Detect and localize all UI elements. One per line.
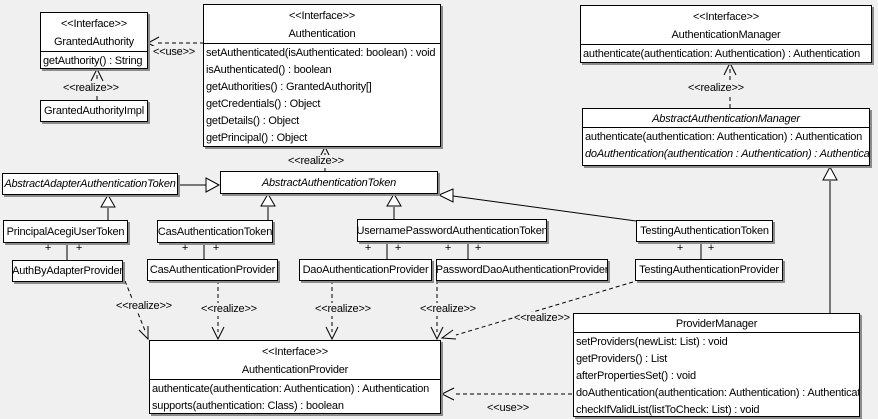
association-end-label: + — [394, 242, 402, 254]
edge-label-realize: <<realize>> — [687, 82, 745, 95]
class-title: <<Interface>> AuthenticationManager — [581, 6, 871, 45]
stereotype: <<Interface>> — [693, 11, 759, 23]
method: setAuthenticated(isAuthenticated: boolea… — [206, 47, 436, 59]
class-testing-authentication-provider[interactable]: TestingAuthenticationProvider — [635, 259, 783, 281]
class-abstract-adapter-authentication-token[interactable]: AbstractAdapterAuthenticationToken — [2, 173, 178, 195]
edge-generalization-cas-token — [260, 193, 276, 220]
association-end-label: + — [474, 242, 482, 254]
edge-label-use: <<use>> — [486, 402, 531, 415]
edge-label-realize: <<realize>> — [115, 300, 173, 313]
association-end-label: + — [444, 242, 452, 254]
association-end-label: + — [44, 242, 52, 254]
class-cas-authentication-provider[interactable]: CasAuthenticationProvider — [147, 259, 278, 281]
edge-realize-dao-provider — [325, 280, 339, 341]
class-username-password-authentication-token[interactable]: UsernamePasswordAuthenticationToken — [357, 219, 547, 242]
abstract-method: doAuthentication(authentication : Authen… — [585, 148, 870, 160]
class-authentication-provider[interactable]: <<Interface>> AuthenticationProvider aut… — [149, 340, 441, 414]
class-authentication[interactable]: <<Interface>> Authentication setAuthenti… — [203, 4, 441, 147]
class-name: Authentication — [288, 28, 356, 40]
class-provider-manager[interactable]: ProviderManager setProviders(newList: Li… — [573, 313, 860, 417]
association-end-label: + — [676, 242, 684, 254]
stereotype: <<Interface>> — [289, 10, 355, 22]
association-end-label: + — [181, 242, 189, 254]
class-name: AbstractAuthenticationToken — [261, 176, 397, 189]
class-title: <<Interface>> GrantedAuthority — [41, 13, 147, 52]
method: getProviders() : List — [576, 353, 668, 365]
edge-label-realize: <<realize>> — [200, 303, 258, 316]
method: authenticate(authentication: Authenticat… — [583, 48, 861, 60]
method: getDetails() : Object — [206, 115, 300, 127]
edge-label-realize: <<realize>> — [287, 155, 345, 168]
class-principal-acegi-user-token[interactable]: PrincipalAcegiUserToken — [3, 220, 128, 243]
class-name: GrantedAuthorityImpl — [44, 105, 144, 117]
edge-label-realize: <<realize>> — [513, 312, 571, 325]
class-cas-authentication-token[interactable]: CasAuthenticationToken — [157, 220, 273, 243]
class-name: ProviderManager — [675, 318, 758, 330]
method: authenticate(authentication: Authenticat… — [152, 383, 430, 395]
class-title: <<Interface>> Authentication — [204, 5, 440, 44]
class-testing-authentication-token[interactable]: TestingAuthenticationToken — [636, 220, 773, 242]
class-name: AuthByAdapterProvider — [12, 265, 123, 277]
class-name: PasswordDaoAuthenticationProvider — [436, 264, 608, 276]
method: getAuthorities() : GrantedAuthority[] — [206, 81, 372, 93]
edge-label-realize: <<realize>> — [314, 303, 372, 316]
class-name: DaoAuthenticationProvider — [302, 264, 429, 276]
edge-generalization-adapter-token — [178, 177, 221, 193]
edge-generalization-username-password-token — [386, 193, 402, 219]
method: afterPropertiesSet() : void — [576, 370, 696, 382]
stereotype: <<Interface>> — [262, 346, 328, 358]
method: doAuthentication(authentication: Authent… — [576, 387, 860, 399]
class-name: CasAuthenticationToken — [157, 225, 273, 238]
method: authenticate(authentication: Authenticat… — [585, 131, 863, 143]
edge-label-realize: <<realize>> — [62, 82, 120, 95]
stereotype: <<Interface>> — [61, 18, 127, 30]
edge-use-providermanager-authenticationprovider — [440, 387, 573, 401]
method: getAuthority() : String — [43, 55, 143, 67]
class-name: PrincipalAcegiUserToken — [6, 225, 125, 238]
class-name: GrantedAuthority — [54, 36, 134, 48]
association-end-label: + — [364, 242, 372, 254]
method: setProviders(newList: List) : void — [576, 336, 728, 348]
class-abstract-authentication-manager[interactable]: AbstractAuthenticationManager authentica… — [582, 108, 870, 166]
class-granted-authority-impl[interactable]: GrantedAuthorityImpl — [40, 100, 148, 122]
class-name: CasAuthenticationProvider — [149, 264, 276, 276]
class-password-dao-authentication-provider[interactable]: PasswordDaoAuthenticationProvider — [436, 259, 608, 281]
class-name: TestingAuthenticationProvider — [639, 264, 779, 276]
edge-generalization-principal-acegi — [100, 194, 116, 220]
class-abstract-authentication-token[interactable]: AbstractAuthenticationToken — [220, 171, 438, 194]
class-auth-by-adapter-provider[interactable]: AuthByAdapterProvider — [12, 260, 123, 282]
class-name: AbstractAdapterAuthenticationToken — [4, 178, 176, 190]
method: getCredentials() : Object — [206, 98, 321, 110]
edge-generalization-provider-manager — [822, 165, 838, 313]
association-end-label: + — [707, 242, 715, 254]
edge-realize-passworddao-provider — [430, 280, 444, 341]
edge-label-use: <<use>> — [152, 46, 197, 59]
class-name: AuthenticationManager — [671, 29, 781, 41]
edge-label-realize: <<realize>> — [419, 303, 477, 316]
edge-realize-testing-provider — [440, 281, 634, 340]
association-end-label: + — [212, 242, 220, 254]
edge-realize-cas-provider — [211, 280, 225, 341]
method: isAuthenticated() : boolean — [206, 64, 332, 76]
method: supports(authentication: Class) : boolea… — [152, 400, 344, 412]
edge-generalization-testing-token — [437, 188, 637, 222]
association-end-label: + — [75, 242, 83, 254]
class-title: <<Interface>> AuthenticationProvider — [150, 341, 440, 380]
class-authentication-manager[interactable]: <<Interface>> AuthenticationManager auth… — [580, 5, 872, 63]
class-title: AbstractAuthenticationManager — [583, 109, 869, 128]
method: getPrincipal() : Object — [206, 132, 308, 144]
class-name: AuthenticationProvider — [241, 364, 349, 376]
class-title: ProviderManager — [574, 314, 859, 333]
class-name: AbstractAuthenticationManager — [652, 113, 800, 125]
method: checkIfValidList(listToCheck: List) : vo… — [576, 404, 760, 416]
class-name: TestingAuthenticationToken — [640, 225, 769, 237]
class-granted-authority[interactable]: <<Interface>> GrantedAuthority getAuthor… — [40, 12, 148, 69]
class-dao-authentication-provider[interactable]: DaoAuthenticationProvider — [299, 259, 432, 281]
class-name: UsernamePasswordAuthenticationToken — [357, 224, 547, 237]
